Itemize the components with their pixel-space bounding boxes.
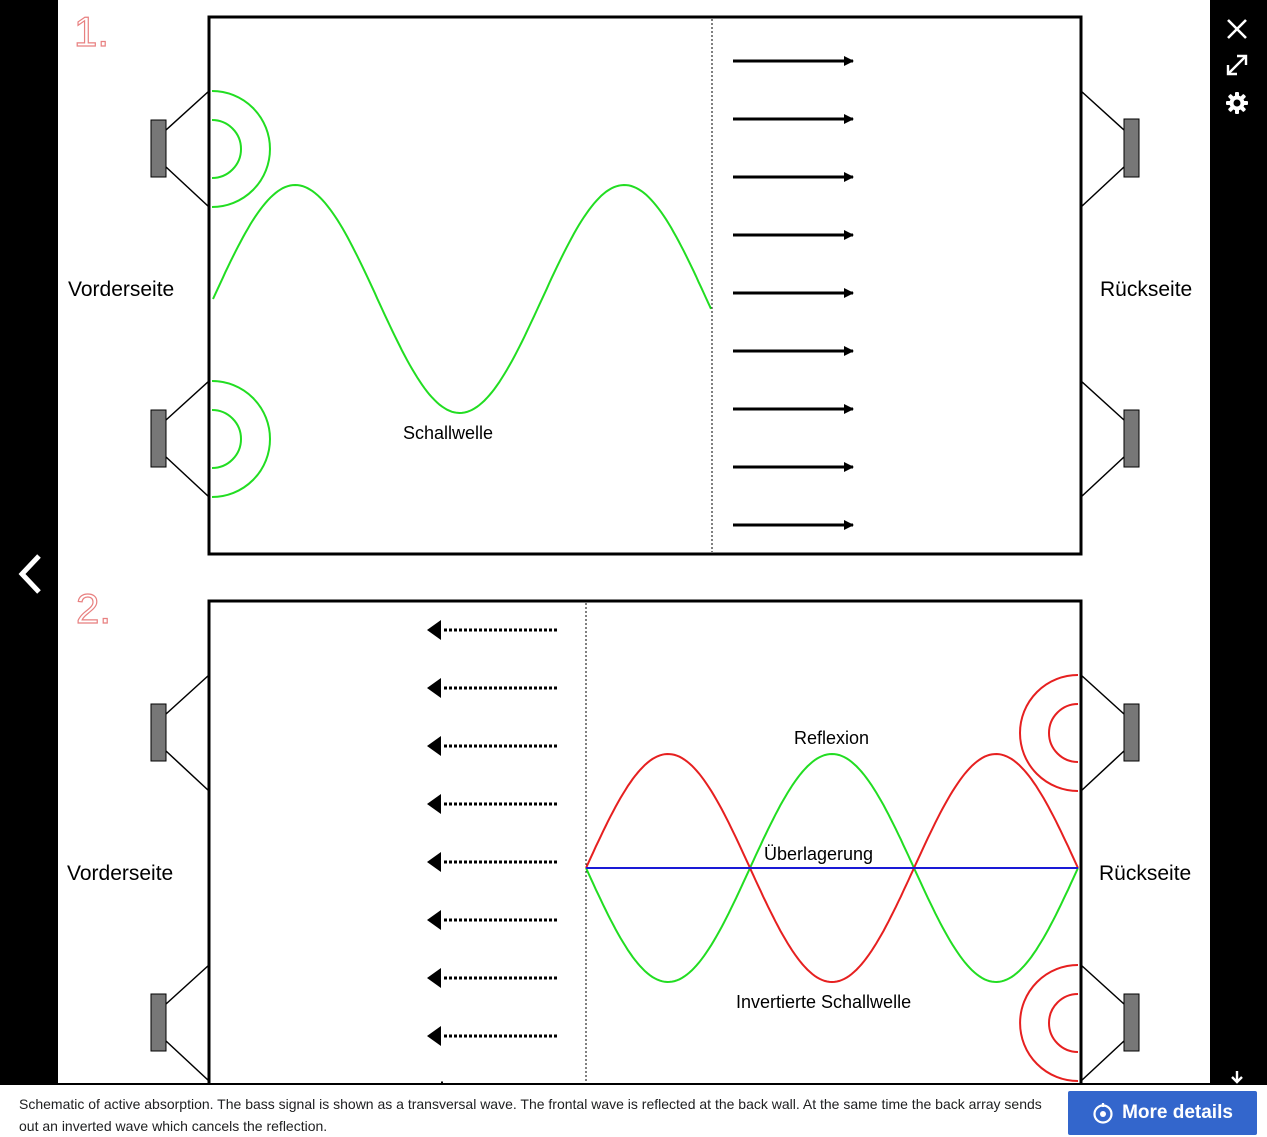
propagation-arrows-1: [733, 56, 854, 530]
close-icon: [1227, 19, 1247, 39]
more-details-label: More details: [1122, 1102, 1233, 1123]
room-outline-1: [207, 15, 1083, 556]
reflection-label: Reflexion: [794, 728, 869, 748]
settings-button[interactable]: [1225, 91, 1249, 115]
wave-label-1: Schallwelle: [403, 423, 493, 443]
back-speaker-top-1: [1080, 90, 1140, 208]
front-speaker-top-1: [150, 90, 210, 208]
back-speaker-bottom-2: [1080, 964, 1140, 1082]
image-caption: Schematic of active absorption. The bass…: [19, 1096, 1042, 1134]
front-label-2: Vorderseite: [67, 862, 173, 885]
chevron-left-icon: [18, 554, 41, 594]
front-label-1: Vorderseite: [68, 278, 174, 301]
close-button[interactable]: [1224, 16, 1250, 42]
download-button[interactable]: [1228, 1069, 1246, 1085]
front-speaker-bottom-1: [150, 380, 210, 498]
back-speaker-top-2: [1080, 674, 1140, 792]
back-label-2: Rückseite: [1099, 862, 1191, 885]
inverted-wave-2: [585, 752, 1079, 984]
previous-image-button[interactable]: [14, 552, 48, 596]
caption-bar: Schematic of active absorption. The bass…: [0, 1085, 1267, 1137]
info-icon: [1093, 1103, 1113, 1124]
fullscreen-button[interactable]: [1225, 53, 1249, 77]
superposition-label: Überlagerung: [764, 844, 873, 864]
download-icon: [1231, 1071, 1243, 1084]
inverted-wave-label: Invertierte Schallwelle: [736, 992, 911, 1012]
front-speaker-bottom-2: [150, 964, 210, 1082]
propagation-arrows-2: [427, 620, 557, 1083]
reflected-wave-2: [585, 752, 1079, 984]
sound-emission-arcs-1: [211, 90, 271, 498]
panel-number-1: 1.: [74, 8, 109, 55]
more-details-button[interactable]: More details: [1068, 1091, 1257, 1135]
diagram-image: 1.: [58, 0, 1210, 1083]
gear-icon: [1226, 92, 1248, 114]
panel-number-2: 2.: [76, 585, 111, 632]
front-speaker-top-2: [150, 674, 210, 792]
fullscreen-icon: [1226, 54, 1248, 76]
back-speaker-bottom-1: [1080, 380, 1140, 498]
room-outline-2: [207, 599, 1083, 1083]
back-label-1: Rückseite: [1100, 278, 1192, 301]
inverted-emission-arcs-2: [1019, 674, 1079, 1082]
sound-wave-1: [212, 183, 712, 415]
